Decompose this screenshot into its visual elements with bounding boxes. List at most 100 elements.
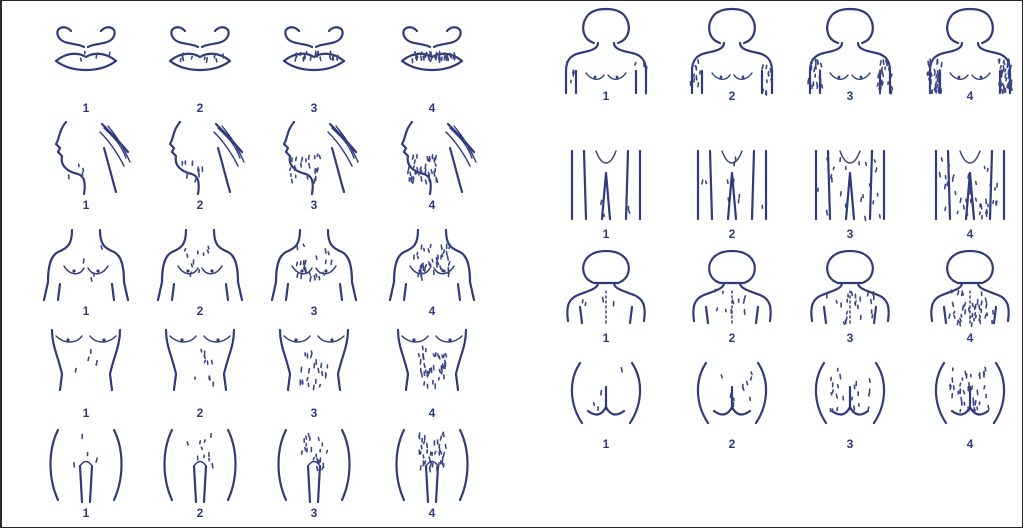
back-label: 1 <box>558 331 654 345</box>
arm-drawing-3 <box>802 9 898 89</box>
back-drawing-2 <box>684 251 780 331</box>
thigh-drawing-3 <box>802 147 898 227</box>
chin-figure-4: 4 <box>384 118 480 210</box>
chest-drawing-2 <box>152 224 248 304</box>
chest-drawing-1 <box>38 224 134 304</box>
lower-abdomen-drawing-3 <box>266 426 362 506</box>
thigh-drawing-2 <box>684 147 780 227</box>
chest-drawing-3 <box>266 224 362 304</box>
back-drawing-3 <box>802 251 898 331</box>
thigh-label: 3 <box>802 227 898 241</box>
arm-drawing-1 <box>558 9 654 89</box>
lower-abdomen-label: 2 <box>152 506 248 520</box>
lower-abdomen-drawing-1 <box>38 426 134 506</box>
thigh-figure-3: 3 <box>802 147 898 239</box>
upper-abdomen-drawing-4 <box>384 326 480 406</box>
chin-label: 1 <box>38 198 134 212</box>
arm-figure-2: 2 <box>684 9 780 101</box>
upper-lip-drawing-4 <box>384 21 480 101</box>
back-figure-3: 3 <box>802 251 898 343</box>
upper-lip-figure-2: 2 <box>152 21 248 113</box>
chest-label: 3 <box>266 304 362 318</box>
upper-abdomen-label: 4 <box>384 406 480 420</box>
back-drawing-4 <box>922 251 1018 331</box>
lower-abdomen-label: 3 <box>266 506 362 520</box>
chin-figure-3: 3 <box>266 118 362 210</box>
buttocks-label: 4 <box>922 437 1018 451</box>
back-figure-4: 4 <box>922 251 1018 343</box>
thigh-label: 1 <box>558 227 654 241</box>
arm-label: 1 <box>558 89 654 103</box>
upper-lip-label: 1 <box>38 101 134 115</box>
chin-drawing-2 <box>152 118 248 198</box>
buttocks-drawing-2 <box>684 357 780 437</box>
thigh-label: 2 <box>684 227 780 241</box>
chest-drawing-4 <box>384 224 480 304</box>
buttocks-drawing-4 <box>922 357 1018 437</box>
chin-label: 2 <box>152 198 248 212</box>
back-figure-1: 1 <box>558 251 654 343</box>
upper-lip-label: 3 <box>266 101 362 115</box>
buttocks-drawing-1 <box>558 357 654 437</box>
thigh-figure-1: 1 <box>558 147 654 239</box>
thigh-drawing-4 <box>922 147 1018 227</box>
arm-label: 4 <box>922 89 1018 103</box>
upper-lip-drawing-2 <box>152 21 248 101</box>
arm-figure-3: 3 <box>802 9 898 101</box>
back-figure-2: 2 <box>684 251 780 343</box>
chest-figure-3: 3 <box>266 224 362 316</box>
upper-lip-label: 4 <box>384 101 480 115</box>
thigh-drawing-1 <box>558 147 654 227</box>
arm-figure-1: 1 <box>558 9 654 101</box>
upper-abdomen-drawing-1 <box>38 326 134 406</box>
back-label: 3 <box>802 331 898 345</box>
buttocks-drawing-3 <box>802 357 898 437</box>
chin-drawing-4 <box>384 118 480 198</box>
buttocks-figure-3: 3 <box>802 357 898 449</box>
chin-drawing-3 <box>266 118 362 198</box>
chest-label: 1 <box>38 304 134 318</box>
lower-abdomen-figure-4: 4 <box>384 426 480 518</box>
thigh-figure-4: 4 <box>922 147 1018 239</box>
arm-drawing-4 <box>922 9 1018 89</box>
lower-abdomen-figure-2: 2 <box>152 426 248 518</box>
upper-abdomen-drawing-3 <box>266 326 362 406</box>
lower-abdomen-figure-1: 1 <box>38 426 134 518</box>
upper-lip-figure-1: 1 <box>38 21 134 113</box>
buttocks-label: 1 <box>558 437 654 451</box>
buttocks-figure-1: 1 <box>558 357 654 449</box>
arm-drawing-2 <box>684 9 780 89</box>
thigh-label: 4 <box>922 227 1018 241</box>
arm-label: 2 <box>684 89 780 103</box>
chest-figure-4: 4 <box>384 224 480 316</box>
lower-abdomen-label: 4 <box>384 506 480 520</box>
upper-lip-figure-4: 4 <box>384 21 480 113</box>
chest-label: 4 <box>384 304 480 318</box>
back-label: 2 <box>684 331 780 345</box>
back-label: 4 <box>922 331 1018 345</box>
lower-abdomen-drawing-2 <box>152 426 248 506</box>
upper-abdomen-figure-2: 2 <box>152 326 248 418</box>
chest-figure-2: 2 <box>152 224 248 316</box>
upper-abdomen-drawing-2 <box>152 326 248 406</box>
upper-lip-drawing-3 <box>266 21 362 101</box>
arm-label: 3 <box>802 89 898 103</box>
lower-abdomen-figure-3: 3 <box>266 426 362 518</box>
upper-abdomen-label: 2 <box>152 406 248 420</box>
thigh-figure-2: 2 <box>684 147 780 239</box>
upper-abdomen-label: 3 <box>266 406 362 420</box>
chin-figure-2: 2 <box>152 118 248 210</box>
chest-label: 2 <box>152 304 248 318</box>
upper-lip-label: 2 <box>152 101 248 115</box>
chin-figure-1: 1 <box>38 118 134 210</box>
buttocks-figure-4: 4 <box>922 357 1018 449</box>
arm-figure-4: 4 <box>922 9 1018 101</box>
upper-lip-drawing-1 <box>38 21 134 101</box>
lower-abdomen-label: 1 <box>38 506 134 520</box>
buttocks-label: 3 <box>802 437 898 451</box>
upper-abdomen-figure-3: 3 <box>266 326 362 418</box>
upper-abdomen-figure-1: 1 <box>38 326 134 418</box>
upper-lip-figure-3: 3 <box>266 21 362 113</box>
chin-drawing-1 <box>38 118 134 198</box>
